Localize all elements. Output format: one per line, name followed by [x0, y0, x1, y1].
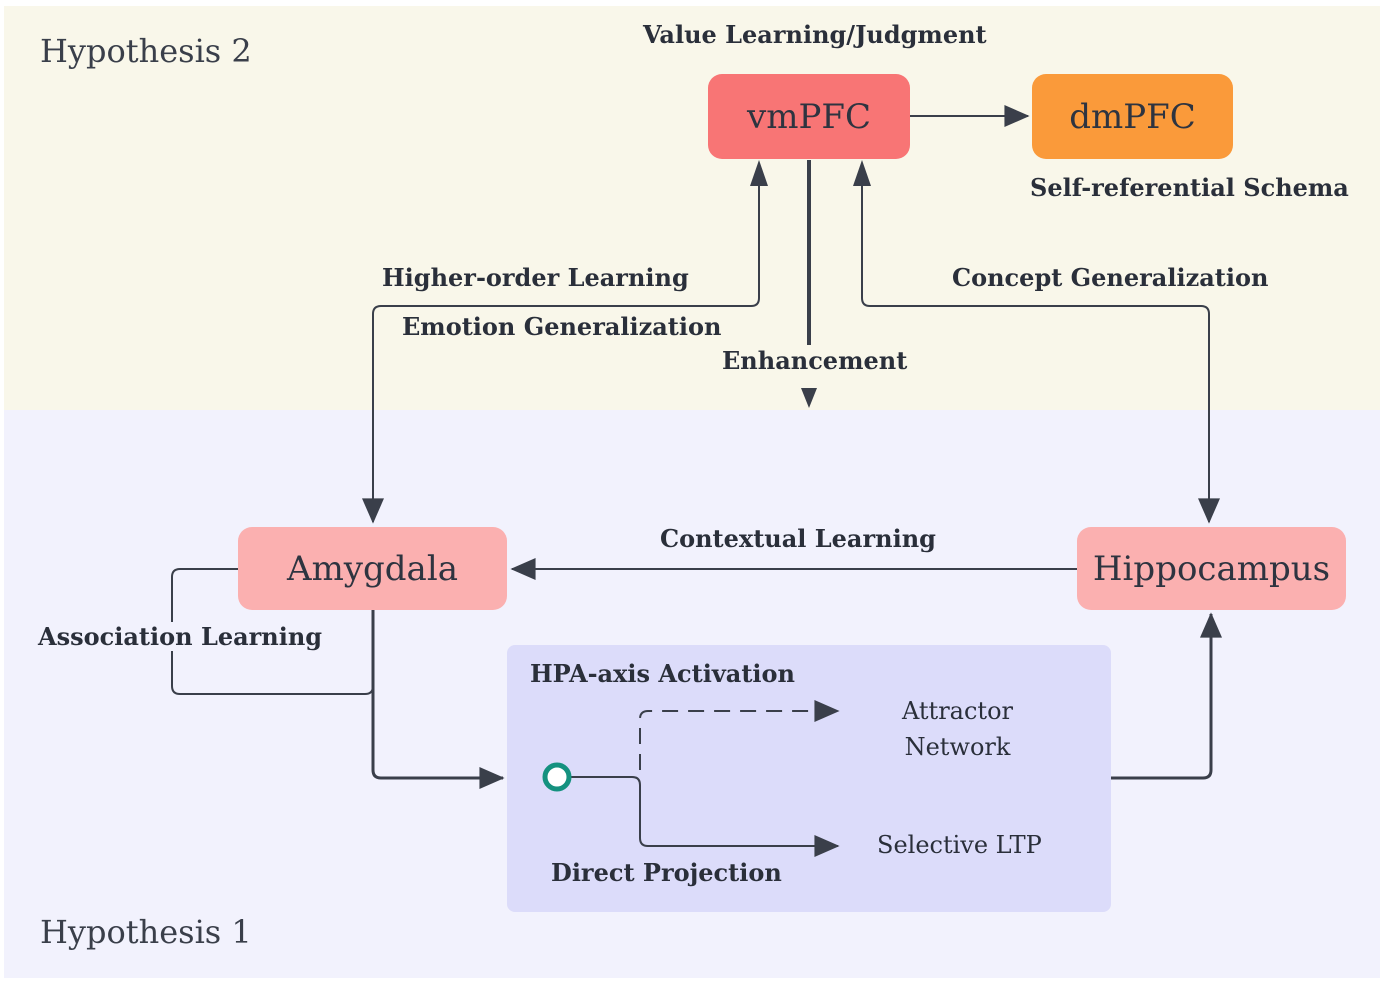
- hypothesis-1-label: Hypothesis 1: [40, 913, 252, 951]
- amygdala-node: Amygdala: [238, 527, 507, 610]
- edge-hippocampus-vmpfc: [861, 186, 1220, 524]
- contextual-learning-label: Contextual Learning: [660, 524, 936, 553]
- hippocampus-node: Hippocampus: [1077, 527, 1346, 610]
- edge-selective-ltp: [631, 776, 840, 857]
- attractor-line-2: Network: [904, 733, 1011, 761]
- edge-attractor-network: [639, 700, 840, 770]
- emotion-generalization-label: Emotion Generalization: [402, 312, 722, 341]
- attractor-line-1: Attractor: [902, 697, 1013, 725]
- edge-amygdala-vmpfc: [362, 186, 760, 524]
- arrowhead-to-vmpfc-right: [853, 160, 871, 186]
- vmpfc-node: vmPFC: [708, 74, 910, 159]
- dmpfc-node: dmPFC: [1032, 74, 1233, 159]
- attractor-network-label: Attractor Network: [902, 693, 1013, 765]
- hpa-axis-box: [507, 645, 1111, 912]
- edge-association-learning: [171, 568, 374, 695]
- value-learning-label: Value Learning/Judgment: [643, 20, 987, 49]
- hpa-activation-label: HPA-axis Activation: [530, 659, 795, 688]
- edge-hpa-hippocampus: [1111, 612, 1222, 780]
- concept-generalization-label: Concept Generalization: [952, 263, 1269, 292]
- enhancement-label: Enhancement: [722, 346, 908, 375]
- edge-amygdala-hpa: [371, 610, 505, 789]
- association-learning-label: Association Learning: [36, 622, 325, 651]
- higher-order-label: Higher-order Learning: [382, 263, 689, 292]
- hypothesis-2-region: [4, 6, 1380, 410]
- arrowhead-to-vmpfc-left: [750, 160, 768, 186]
- start-marker: [542, 762, 572, 792]
- selective-ltp-label: Selective LTP: [877, 831, 1042, 859]
- hypothesis-2-label: Hypothesis 2: [40, 32, 252, 70]
- arrowhead-enhancement: [801, 388, 817, 408]
- direct-projection-label: Direct Projection: [551, 858, 782, 887]
- self-referential-label: Self-referential Schema: [1030, 173, 1349, 202]
